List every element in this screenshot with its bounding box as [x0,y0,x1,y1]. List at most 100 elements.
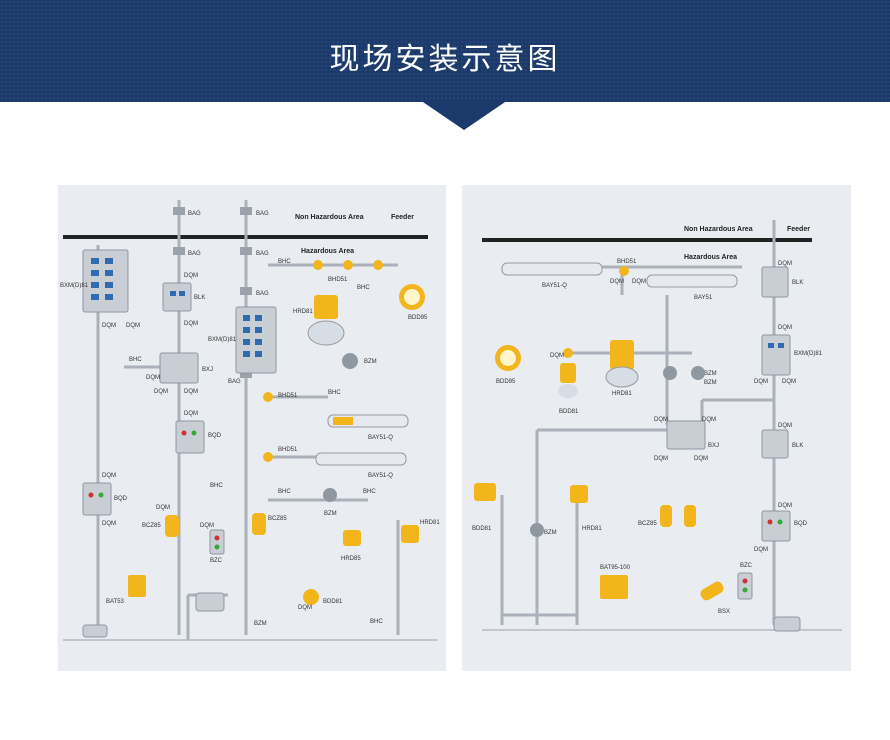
bcz85-1-label: BCZ85 [142,523,161,529]
bdd95-label: BDD95 [496,379,516,385]
header-banner: 现场安装示意图 [0,0,890,102]
bhd51-label: BHD51 [617,259,637,265]
dqm-label-10: DQM [654,417,668,423]
dqm-label-10: DQM [102,521,116,527]
dqm-label-3: DQM [550,353,564,359]
dqm-label-4: DQM [184,321,198,327]
bay51-label: BAY51 [694,295,713,301]
bqd-mid-label: BQD [208,433,222,439]
bxm-label: BXM(D)81 [794,351,823,357]
dqm-label-13: DQM [298,605,312,611]
blk-label: BLK [194,295,205,301]
dqm-label-12: DQM [654,456,668,462]
hrd81-lamp-1-icon [605,340,639,388]
dqm-label-11: DQM [156,505,170,511]
bhc-label-4: BHC [328,390,341,396]
bdd95-lamp-icon [399,284,425,310]
bsx-label: BSX [718,609,730,615]
bzm-1-icon [663,366,677,380]
bcz85-icons [660,505,696,527]
dqm-label-5: DQM [146,375,160,381]
dqm-label-7: DQM [782,379,796,385]
hrd81-1-label: HRD81 [612,391,632,397]
bqd-left-box [82,482,112,516]
blk-2-box [761,429,789,459]
bqd-left-label: BQD [114,496,128,502]
bay51-lamp-2-icon [315,452,407,466]
bat53-lamp-icon [128,575,146,597]
bxm-mid-box [235,306,277,374]
hrd85-label: HRD85 [341,556,361,562]
bcz85-label: BCZ85 [638,521,657,527]
bay51-1-label: BAY51-Q [368,435,393,441]
hrd85-lamp-icon [343,530,361,546]
non-hazardous-label: Non Hazardous Area [295,214,364,221]
bay51-2-label: BAY51-Q [368,473,393,479]
non-hazardous-label: Non Hazardous Area [684,226,753,233]
bxj-label: BXJ [708,443,719,449]
pole-lamp-label: BDD81 [472,526,492,532]
motor-icon [773,616,801,632]
bdd81-label: BDD81 [323,599,343,605]
bhd51-label-3: BHD51 [278,447,298,453]
dqm-label-12: DQM [200,523,214,529]
bag-label-4: BAG [256,251,269,257]
bdd81-label: BDD81 [559,409,579,415]
left-diagram-svg: Non Hazardous Area Feeder Hazardous Area… [60,200,440,641]
bdd95-label: BDD95 [408,315,428,321]
bay51q-label: BAY51-Q [542,283,567,289]
motor-icon [82,592,225,638]
dqm-label-5: DQM [778,325,792,331]
bxm-mid-label: BXM(D)81 [208,337,237,343]
hazardous-label: Hazardous Area [301,248,354,255]
bhc-label-8: BHC [370,619,383,625]
bag-label-1: BAG [188,211,201,217]
bzm-3-label: BZM [544,530,557,536]
bhc-label-1: BHC [129,357,142,363]
blk-2-label: BLK [792,443,803,449]
bxj-label: BXJ [202,367,213,373]
hrd81-2-label: HRD81 [582,526,602,532]
hrd81-lamp-icon [307,295,345,346]
blk-1-box [761,266,789,298]
bxj-box [159,352,199,384]
area-divider [482,238,812,242]
bzm-2-label: BZM [704,380,717,386]
bag-label-3: BAG [188,251,201,257]
conduit-fittings [173,207,252,378]
bat95-lamp-icon [600,575,628,599]
blk-box [162,282,192,312]
bat95-label: BAT95-100 [600,565,631,571]
bag-label-6: BAG [228,379,241,385]
bxm-box [761,334,791,376]
hrd81-pole-lamp-icon [401,525,419,543]
dqm-label-2: DQM [126,323,140,329]
bay51-lamp-icon [646,274,738,288]
bzm-2-icon [691,366,705,380]
bzm-3-icon [530,523,544,537]
bdd81-lamp-icon [303,589,319,605]
hrd81-label: HRD81 [293,309,313,315]
page-title: 现场安装示意图 [329,42,561,77]
bcz85-2-icon [252,513,266,535]
dqm-label-4: DQM [778,261,792,267]
bag-label-2: BAG [256,211,269,217]
bhd51-fitting [563,266,629,358]
blk-1-label: BLK [792,280,803,286]
bsx-connector-icon [700,581,724,601]
bzm2-box-icon [323,488,337,502]
bag-label-5: BAG [256,291,269,297]
bhc-label-3: BHC [357,285,370,291]
dqm-label-1: DQM [102,323,116,329]
bzc-label: BZC [740,563,753,569]
bhc-label-5: BHC [278,489,291,495]
hrd81-pole-lamp-icon [570,485,588,503]
hazardous-label: Hazardous Area [684,254,737,261]
bzm1-box-icon [342,353,358,369]
bzm1-label: BZM [364,359,377,365]
bhc-label-2: BHC [278,259,291,265]
dqm-label-14: DQM [754,547,768,553]
dqm-label-6: DQM [154,389,168,395]
bat53-label: BAT53 [106,599,125,605]
banner-arrow [420,100,508,130]
